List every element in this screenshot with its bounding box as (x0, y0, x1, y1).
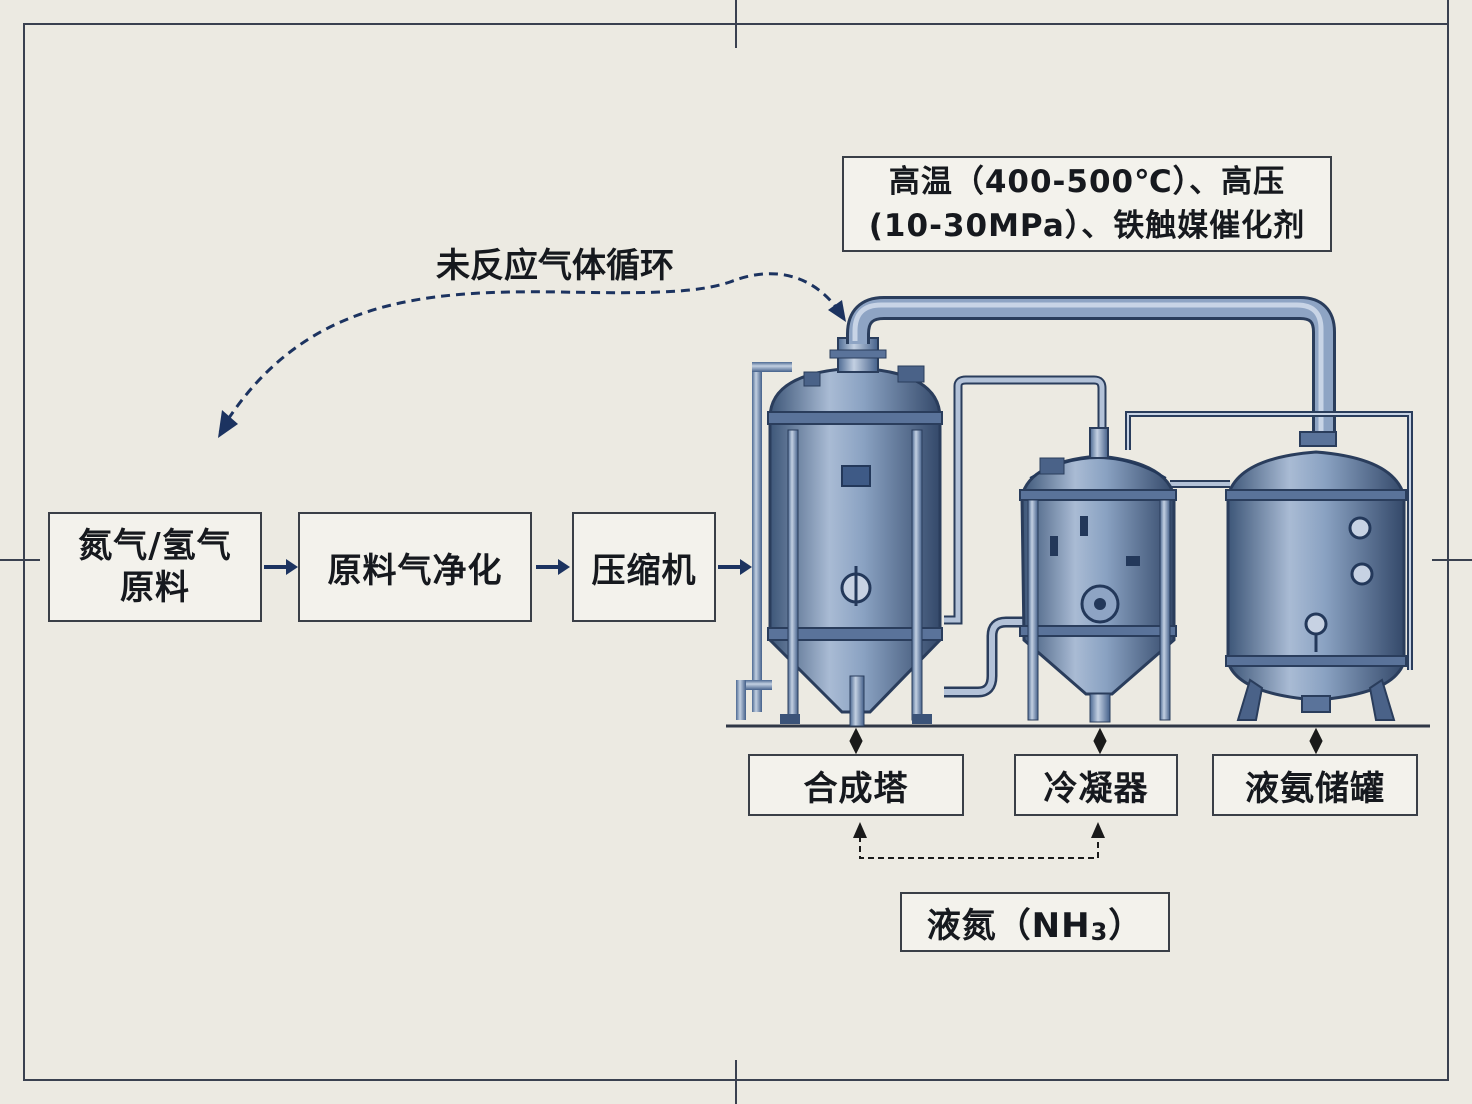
synthesis-tower-vessel (736, 337, 943, 727)
recycle-flow-line (218, 272, 844, 433)
product-label-suffix: ） (1108, 905, 1144, 946)
raw-material-label-line2: 原料 (120, 568, 190, 608)
recycle-label: 未反应气体循环 (436, 246, 674, 286)
compressor-label: 压缩机 (591, 550, 697, 591)
raw-material-label-line1: 氮气/氢气 (78, 526, 232, 566)
recycle-arrow-head-left (218, 410, 238, 438)
process-arrows (264, 559, 752, 575)
product-box: 液氮（NH 3 ） (900, 892, 1170, 952)
product-label-prefix: 液氮（NH (926, 905, 1091, 946)
purification-label: 原料气净化 (327, 550, 503, 591)
raw-material-box: 氮气/氢气 原料 (48, 512, 262, 622)
storage-tank-label: 液氨储罐 (1245, 768, 1385, 809)
product-bracket (859, 836, 1099, 859)
compressor-box: 压缩机 (572, 512, 716, 622)
synthesis-tower-label-box: 合成塔 (748, 754, 964, 816)
condenser-label: 冷凝器 (1043, 768, 1149, 809)
product-label-subscript: 3 (1090, 918, 1109, 946)
condenser-label-box: 冷凝器 (1014, 754, 1178, 816)
condenser-vessel (1019, 427, 1177, 723)
recycle-main-pipe (846, 296, 1336, 440)
storage-tank-label-box: 液氨储罐 (1212, 754, 1418, 816)
reaction-conditions-box: 高温（400-500℃）、高压 (10-30MPa）、铁触媒催化剂 (842, 156, 1332, 252)
storage-tank-vessel (1225, 431, 1407, 721)
reaction-conditions-line2: (10-30MPa）、铁触媒催化剂 (868, 208, 1306, 244)
purification-box: 原料气净化 (298, 512, 532, 622)
transfer-pipes (944, 375, 1413, 698)
equipment-label-connectors (849, 727, 1323, 755)
synthesis-tower-label: 合成塔 (803, 768, 909, 809)
recycle-arrow-head-right (828, 300, 846, 322)
reaction-conditions-line1: 高温（400-500℃）、高压 (888, 164, 1286, 200)
